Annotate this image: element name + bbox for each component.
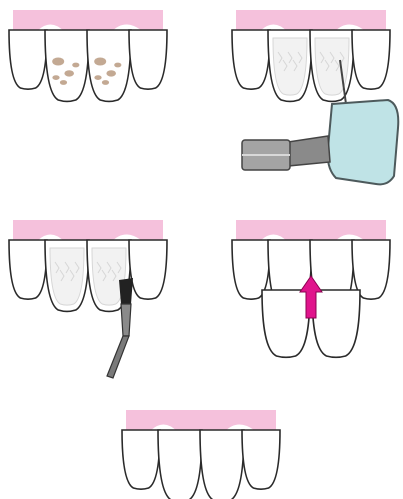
tooth <box>310 30 354 101</box>
veneer-right <box>312 290 360 357</box>
tooth-shape <box>158 430 202 499</box>
tooth-shape <box>242 430 280 489</box>
tooth-shape <box>9 240 47 299</box>
tooth-shape <box>87 30 131 101</box>
tooth-shape <box>122 430 160 489</box>
tooth <box>352 30 390 89</box>
stain-spot <box>114 63 121 68</box>
tooth <box>129 30 167 89</box>
tooth-shape <box>352 30 390 89</box>
brush-handle <box>107 336 129 378</box>
tooth-shape <box>45 30 89 101</box>
stain-spot <box>94 75 101 80</box>
prepared-surface <box>273 38 307 95</box>
stain-spot <box>52 58 64 66</box>
tooth <box>129 240 167 299</box>
tooth <box>122 430 160 489</box>
stain-spot <box>64 70 74 76</box>
drill-head <box>328 100 399 184</box>
tooth-shape <box>129 240 167 299</box>
stain-spot <box>52 75 59 80</box>
step-panel-1 <box>9 10 167 101</box>
tooth <box>45 30 89 101</box>
stain-spot <box>94 58 106 66</box>
tooth <box>9 240 47 299</box>
prepared-surface <box>50 248 84 305</box>
tooth <box>232 30 270 89</box>
tooth <box>158 430 202 499</box>
tooth-shape <box>232 30 270 89</box>
stain-spot <box>72 63 79 68</box>
veneer-left <box>262 290 310 357</box>
tooth-shape <box>200 430 244 499</box>
brush-bristles <box>119 278 133 304</box>
step-panel-2 <box>232 10 398 184</box>
tooth-shape <box>9 30 47 89</box>
tooth <box>87 30 131 101</box>
step-panel-5 <box>122 410 280 499</box>
stain-spot <box>60 80 67 85</box>
stain-spot <box>102 80 109 85</box>
tooth <box>268 30 312 101</box>
tooth <box>200 430 244 499</box>
brush-ferrule <box>121 304 131 336</box>
tooth-shape <box>129 30 167 89</box>
step-panel-3 <box>9 220 167 378</box>
drill-neck <box>288 136 330 166</box>
tooth <box>45 240 89 311</box>
step-panel-4 <box>232 220 390 357</box>
tooth <box>242 430 280 489</box>
stain-spot <box>106 70 116 76</box>
tooth <box>9 30 47 89</box>
